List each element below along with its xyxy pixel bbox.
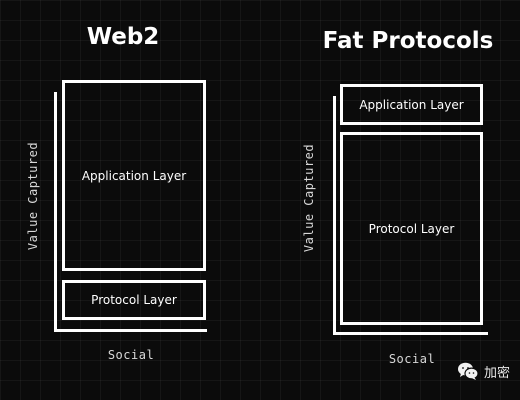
web2-x-axis-label: Social [107,348,155,362]
fat-protocols-y-axis [333,96,336,335]
web2-application-layer-label: Application Layer [81,168,187,183]
fat-protocols-application-layer: Application Layer [340,84,483,125]
fat-protocols-application-layer-label: Application Layer [359,97,464,112]
fat-protocols-x-axis-label: Social [388,352,436,366]
web2-x-axis [54,329,207,332]
fat-protocols-title: Fat Protocols [322,28,494,54]
fat-protocols-protocol-layer-label: Protocol Layer [368,221,455,236]
web2-y-axis [54,92,57,332]
watermark: 加密 [451,358,520,384]
fat-protocols-protocol-layer: Protocol Layer [340,132,483,325]
web2-protocol-layer-label: Protocol Layer [91,293,177,307]
web2-y-axis-label: Value Captured [26,141,40,251]
web2-title: Web2 [86,24,160,50]
wechat-icon [457,361,479,381]
watermark-text: 加密 [484,365,511,381]
web2-protocol-layer: Protocol Layer [62,280,206,320]
fat-protocols-y-axis-label: Value Captured [302,143,316,253]
fat-protocols-x-axis [333,332,488,335]
web2-application-layer: Application Layer [62,80,206,271]
